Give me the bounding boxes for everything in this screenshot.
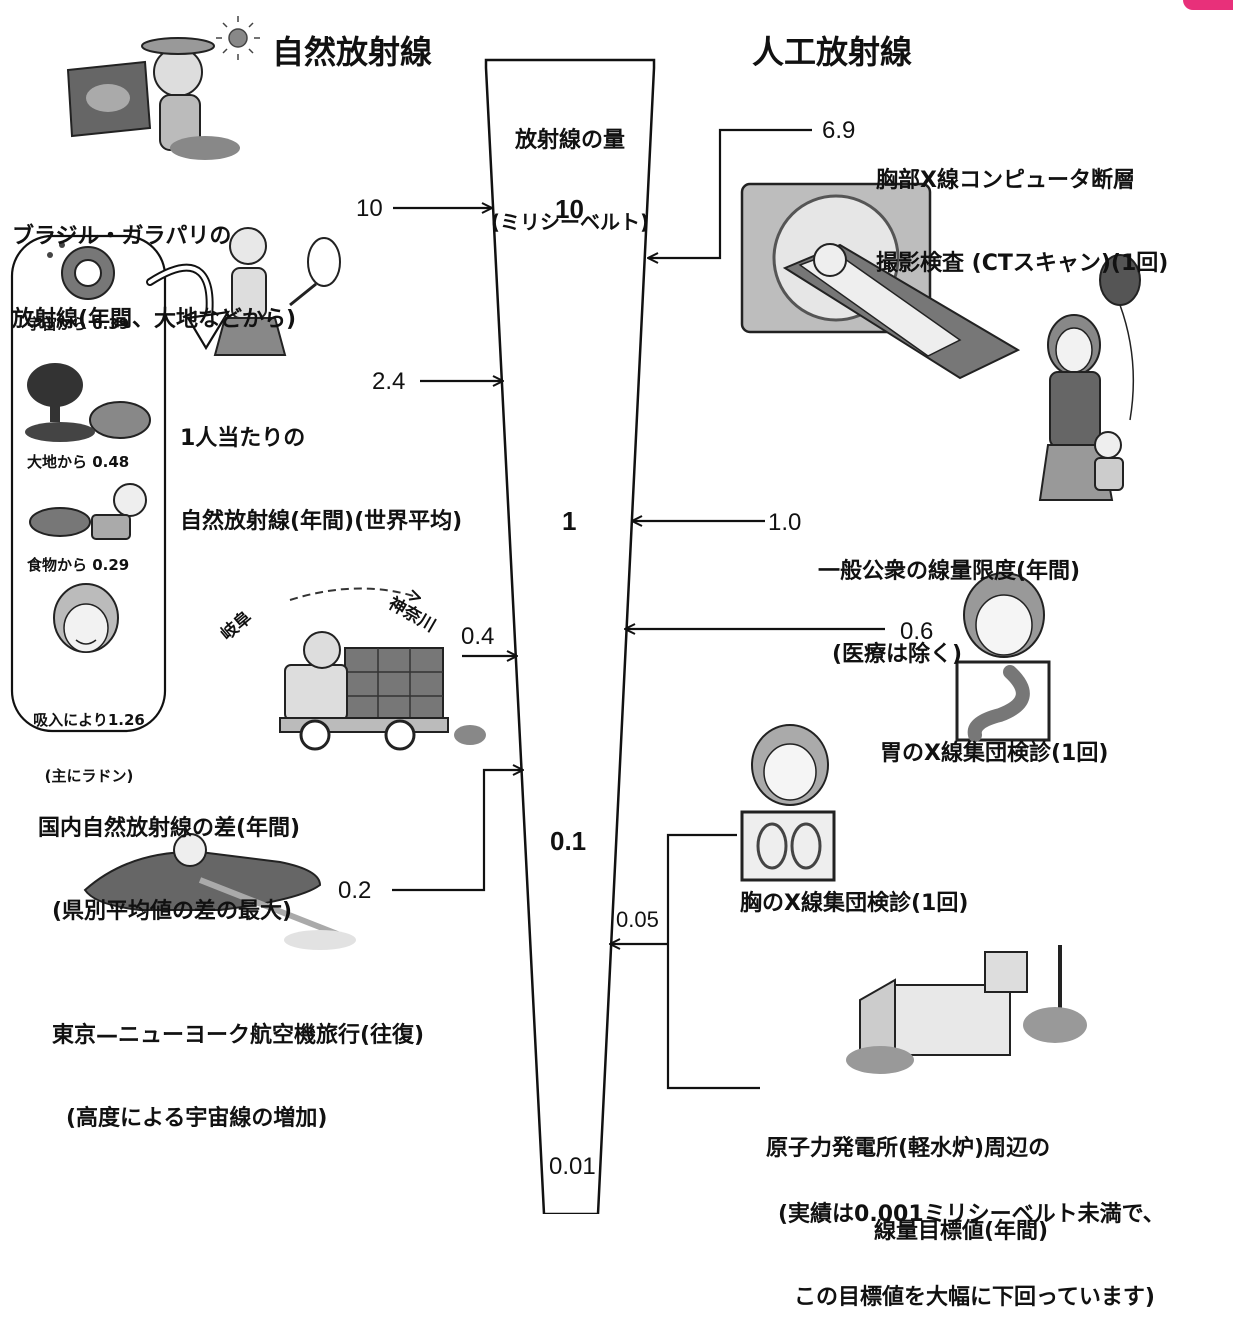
curved-arrow-head: [186, 310, 231, 351]
scale-tick-10: 10: [555, 194, 584, 224]
breakdown-food: 食物から 0.29: [27, 556, 130, 574]
mother-child-illustration: [1038, 254, 1141, 501]
scale-tick-0-01: 0.01: [549, 1153, 596, 1180]
scale-tick-0-1: 0.1: [550, 826, 587, 856]
breakdown-inhalation: 吸入により1.26 (主にラドン): [33, 710, 145, 785]
brazil-label: ブラジル・ガラパリの 放射線(年間、大地などから): [12, 224, 297, 332]
arrow-chest-nuclear: [666, 833, 760, 1090]
brazil-value: 10: [356, 195, 383, 222]
space-icon: [47, 242, 115, 300]
scale-funnel: [484, 58, 656, 1214]
domestic-label: 国内自然放射線の差(年間) (県別平均値の差の最大): [38, 816, 301, 924]
ct-label: 胸部X線コンピュータ断層 撮影検査 (CTスキャン)(1回): [876, 168, 1169, 276]
corner-accent: [1183, 0, 1233, 10]
public-limit-label: 一般公衆の線量限度(年間) (医療は除く): [818, 559, 1081, 667]
ground-icon: [25, 363, 151, 442]
arrow-ct: [648, 128, 812, 258]
truck-illustration: [279, 587, 486, 751]
heading-natural: 自然放射線: [272, 33, 433, 71]
breakdown-space: 宇宙から 0.39: [27, 315, 130, 333]
heading-artificial: 人工放射線: [752, 33, 913, 71]
ct-scanner-illustration: [740, 182, 1021, 380]
stomach-label: 胃のX線集団検診(1回): [880, 741, 1109, 766]
airplane-illustration: [83, 833, 356, 950]
sun-icon: [216, 16, 260, 60]
stomach-xray-illustration: [955, 572, 1051, 742]
food-icon: [29, 483, 147, 540]
brazil-person-illustration: [66, 37, 240, 160]
nuclear-note: (実績は0.001ミリシーベルト未満で、 この目標値を大幅に下回っています): [778, 1202, 1165, 1310]
nuclear-plant-illustration: [846, 945, 1087, 1074]
inhalation-face-icon: [53, 583, 119, 653]
radiation-diagram: [10, 16, 1141, 1214]
stomach-value: 0.6: [900, 618, 934, 645]
scale-title: 放射線の量 (ミリシーベルト): [490, 128, 650, 234]
flight-label: 東京—ニューヨーク航空機旅行(往復) (高度による宇宙線の増加): [52, 1023, 425, 1131]
arrow-flight: [392, 770, 523, 892]
per-person-label: 1人当たりの 自然放射線(年間)(世界平均): [180, 426, 463, 534]
domestic-value: 0.4: [461, 623, 495, 650]
flight-value: 0.2: [338, 877, 372, 904]
per-person-value: 2.4: [372, 368, 406, 395]
chest-xray-illustration: [740, 724, 836, 882]
chest-value: 0.05: [616, 907, 659, 932]
public-limit-value: 1.0: [768, 509, 802, 536]
chest-label: 胸のX線集団検診(1回): [740, 891, 969, 916]
scale-tick-1: 1: [562, 506, 577, 536]
breakdown-capsule: [10, 234, 167, 733]
ct-value: 6.9: [822, 117, 856, 144]
tennis-girl-illustration: [213, 227, 341, 356]
breakdown-ground: 大地から 0.48: [27, 453, 130, 471]
